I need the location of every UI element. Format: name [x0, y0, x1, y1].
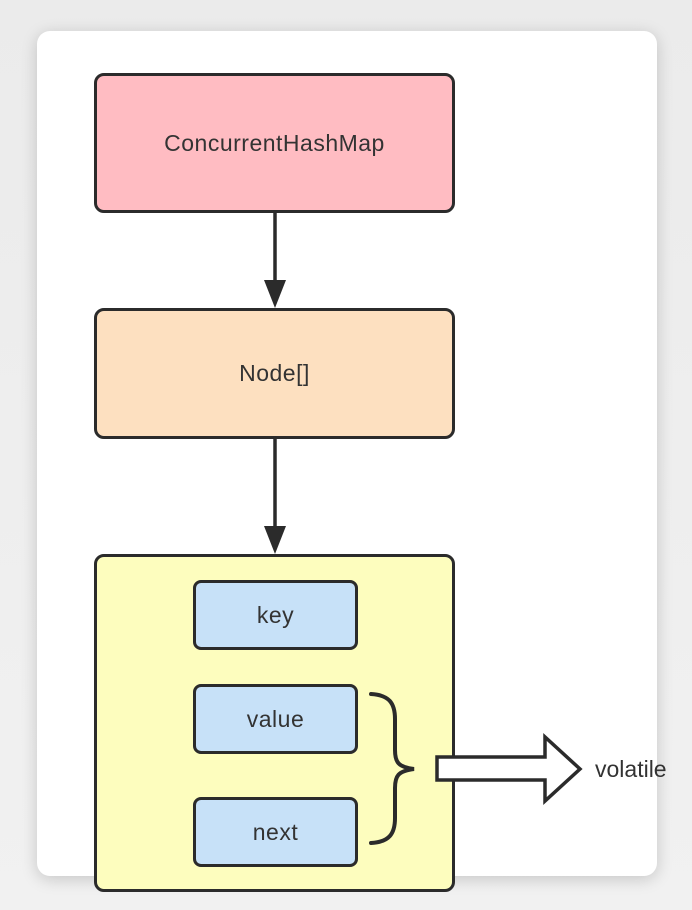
- arrow-down-2-icon: [264, 439, 286, 554]
- arrow-down-1-icon: [264, 213, 286, 308]
- field-value-label: value: [246, 705, 305, 732]
- field-key-label: key: [256, 601, 295, 628]
- volatile-label: volatile: [595, 756, 667, 782]
- node-array: Node[]: [94, 308, 455, 439]
- field-next: next: [193, 797, 358, 867]
- volatile-arrow-icon: [435, 733, 583, 805]
- field-value: value: [193, 684, 358, 754]
- field-next-label: next: [252, 818, 299, 845]
- diagram-canvas: ConcurrentHashMap Node[] key value next: [37, 31, 667, 892]
- node-concurrenthashmap-label: ConcurrentHashMap: [164, 129, 385, 156]
- field-key: key: [193, 580, 358, 650]
- node-concurrenthashmap: ConcurrentHashMap: [94, 73, 455, 213]
- node-array-label: Node[]: [239, 360, 310, 386]
